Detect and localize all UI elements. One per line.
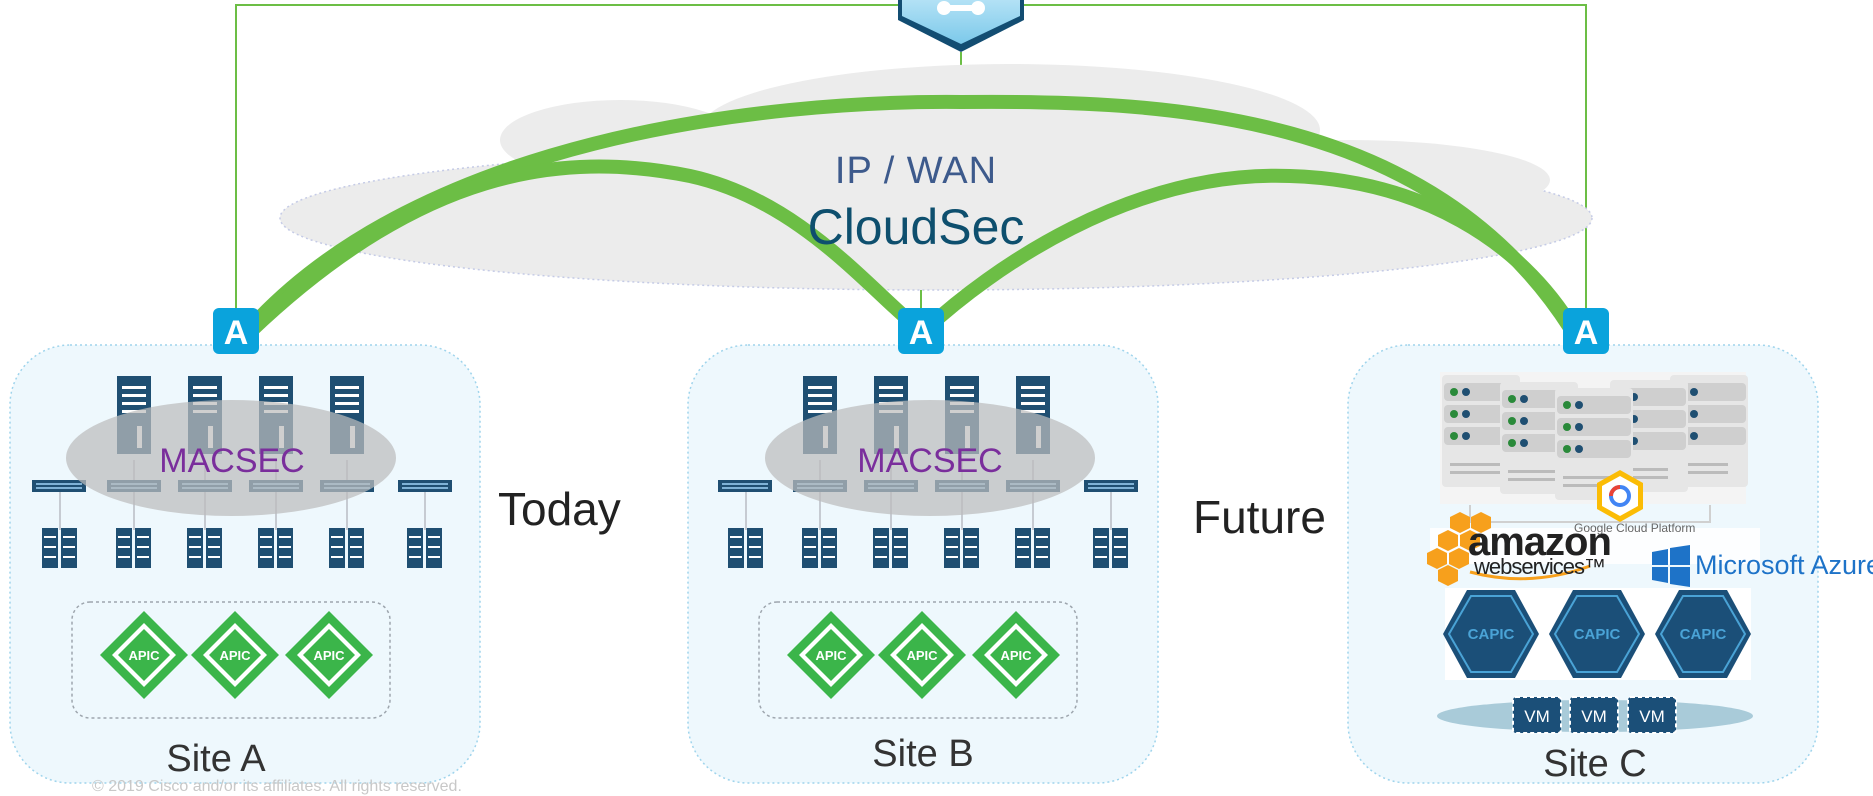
- site-b-fabric: [718, 376, 1138, 719]
- capic-label: CAPIC: [1468, 626, 1515, 643]
- node-badge-label: A: [909, 314, 934, 352]
- macsec-label-site-a: MACSEC: [159, 442, 305, 480]
- copyright-text: © 2019 Cisco and/or its affiliates. All …: [92, 778, 462, 795]
- aws-subtitle: webservices™: [1474, 554, 1606, 579]
- apic-controllers: APIC APIC APIC APIC APIC APIC: [100, 611, 1060, 699]
- leaf-switch-icon: [1084, 480, 1138, 492]
- node-badge-icon: [1563, 308, 1609, 354]
- today-label: Today: [498, 483, 621, 535]
- node-badge-label: A: [224, 314, 249, 352]
- cloud-title: IP / WAN: [834, 150, 998, 192]
- node-badges: A A A: [213, 308, 1609, 354]
- cloudsec-label: CloudSec: [807, 199, 1025, 255]
- macsec-label-site-b: MACSEC: [857, 442, 1003, 480]
- orchestrator-icon: [898, 0, 1024, 52]
- gcp-wordmark: Google Cloud Platform: [1574, 521, 1696, 535]
- leaf-switch-icon: [32, 480, 86, 492]
- aws-wordmark: amazon: [1468, 520, 1612, 564]
- azure-wordmark: Microsoft Azure: [1695, 550, 1873, 580]
- apic-label: APIC: [1000, 648, 1032, 663]
- azure-logo-icon: [1652, 545, 1690, 587]
- vm-label: VM: [1524, 707, 1550, 726]
- macsec-zone: [765, 400, 1095, 516]
- leaf-switch-icon: [718, 480, 772, 492]
- future-label: Future: [1193, 491, 1326, 543]
- capic-label: CAPIC: [1574, 626, 1621, 643]
- site-a-label: Site A: [166, 738, 266, 780]
- site-c-fabric: CAPIC CAPIC CAPIC VM VM VM: [1427, 372, 1760, 734]
- site-c-label: Site C: [1543, 743, 1647, 785]
- apic-label: APIC: [219, 648, 251, 663]
- gcp-logo-icon: [1597, 470, 1643, 522]
- vm-label: VM: [1639, 707, 1665, 726]
- macsec-zone: [66, 400, 396, 516]
- apic-cluster-box: [758, 601, 1078, 719]
- apic-cluster-box: [71, 601, 391, 719]
- node-badge-icon: [898, 308, 944, 354]
- apic-label: APIC: [313, 648, 345, 663]
- cloudsec-tunnels: [243, 94, 1581, 339]
- aws-logo-icon: [1427, 512, 1591, 586]
- leaf-switch-icon: [398, 480, 452, 492]
- vm-label: VM: [1581, 707, 1607, 726]
- capic-label: CAPIC: [1680, 626, 1727, 643]
- node-badge-label: A: [1574, 314, 1599, 352]
- site-a-fabric: [32, 376, 452, 719]
- apic-label: APIC: [815, 648, 847, 663]
- node-badge-icon: [213, 308, 259, 354]
- apic-label: APIC: [128, 648, 160, 663]
- site-b-label: Site B: [872, 733, 974, 775]
- apic-label: APIC: [906, 648, 938, 663]
